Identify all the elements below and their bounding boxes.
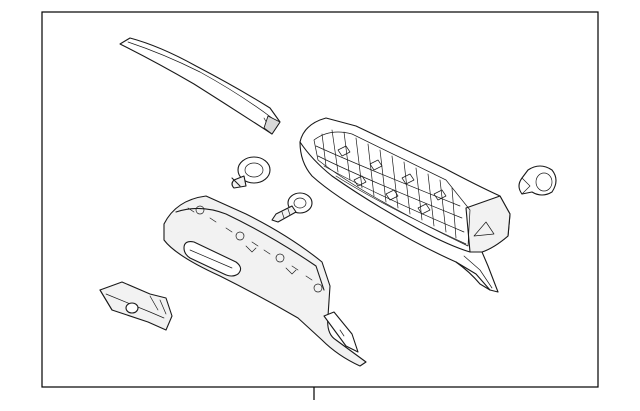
bumper-stop-left-part (231, 156, 271, 189)
latch-striker-part (99, 281, 173, 331)
glove-box-bin-part (299, 117, 511, 293)
diagram-frame (41, 11, 599, 388)
bin-ribs (315, 129, 467, 245)
glove-box-door-part (163, 195, 367, 367)
bumper-stop-right-part (518, 165, 557, 196)
trim-strip-part (119, 37, 281, 135)
door-mounting-bosses (187, 205, 323, 293)
screw-part (271, 192, 313, 223)
